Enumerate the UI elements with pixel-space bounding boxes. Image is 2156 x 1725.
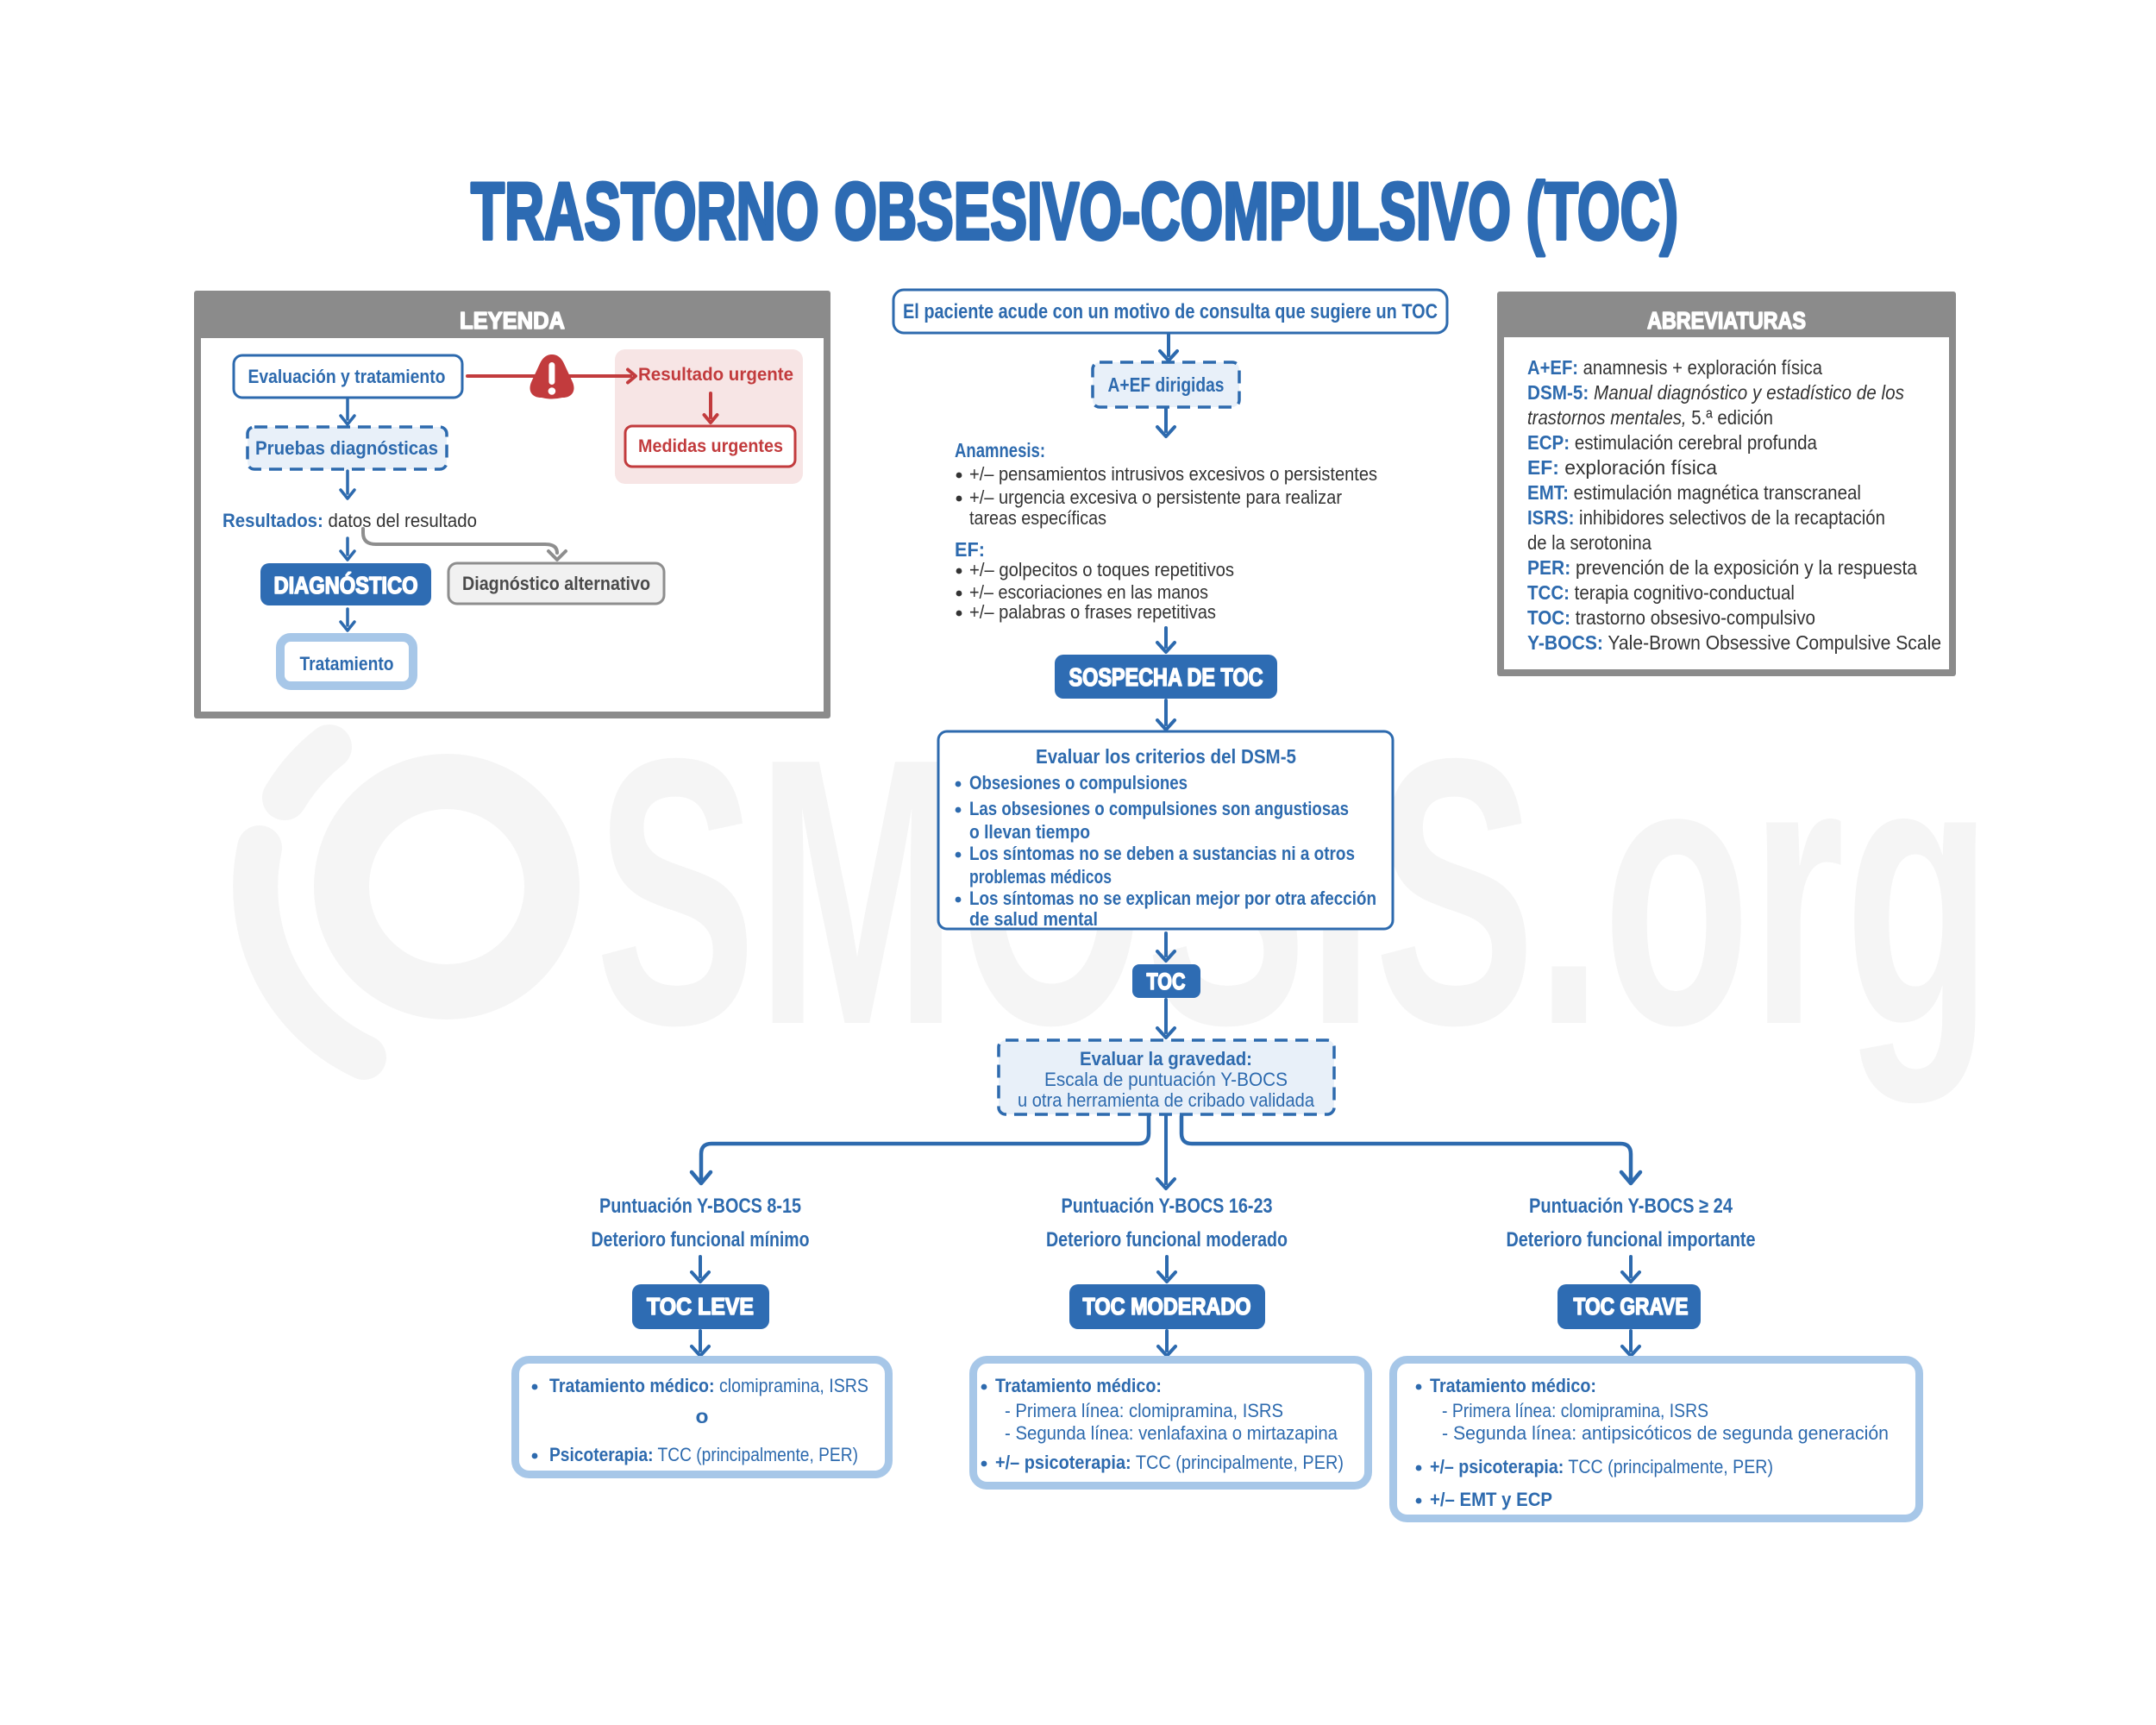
svg-text:- Primera línea: clomipramina: - Primera línea: clomipramina, ISRS xyxy=(1005,1400,1283,1421)
svg-text:tareas específicas: tareas específicas xyxy=(969,507,1106,529)
svg-text:- Segunda línea: venlafaxina: - Segunda línea: venlafaxina o mirtazapi… xyxy=(1005,1422,1338,1444)
svg-text:Deterioro funcional moderado: Deterioro funcional moderado xyxy=(1046,1228,1288,1251)
svg-text:El paciente acude con un motiv: El paciente acude con un motivo de consu… xyxy=(903,300,1438,323)
svg-text:Puntuación Y-BOCS 8-15: Puntuación Y-BOCS 8-15 xyxy=(599,1195,801,1218)
svg-text:Las obsesiones o compulsiones: Las obsesiones o compulsiones son angust… xyxy=(969,798,1349,819)
svg-text:u otra herramienta de cribado: u otra herramienta de cribado validada xyxy=(1018,1089,1315,1111)
svg-text:Resultados: datos del resultad: Resultados: datos del resultado xyxy=(222,510,477,531)
svg-text:Tratamiento médico: clomiprami: Tratamiento médico: clomipramina, ISRS xyxy=(549,1375,868,1396)
svg-text:trastornos mentales, 5.ª edici: trastornos mentales, 5.ª edición xyxy=(1527,406,1773,429)
svg-text:Y-BOCS: Yale-Brown Obsessive C: Y-BOCS: Yale-Brown Obsessive Compulsive … xyxy=(1527,631,1941,654)
svg-text:TRASTORNO OBSESIVO-COMPULSIVO: TRASTORNO OBSESIVO-COMPULSIVO (TOC) xyxy=(471,166,1678,256)
svg-text:TCC: terapia cognitivo-conduct: TCC: terapia cognitivo-conductual xyxy=(1527,581,1795,604)
svg-text:de salud mental: de salud mental xyxy=(969,908,1098,930)
svg-text:Tratamiento: Tratamiento xyxy=(300,653,394,674)
svg-text:Deterioro funcional importante: Deterioro funcional importante xyxy=(1507,1228,1756,1251)
svg-text:+/– escoriaciones en las manos: +/– escoriaciones en las manos xyxy=(969,581,1208,603)
svg-text:Anamnesis:: Anamnesis: xyxy=(955,439,1045,461)
svg-text:Deterioro funcional mínimo: Deterioro funcional mínimo xyxy=(592,1228,810,1251)
svg-text:TOC: trastorno obsesivo-compul: TOC: trastorno obsesivo-compulsivo xyxy=(1527,606,1815,629)
svg-text:Evaluar la gravedad:: Evaluar la gravedad: xyxy=(1080,1048,1252,1070)
svg-text:Psicoterapia: TCC (principalme: Psicoterapia: TCC (principalmente, PER) xyxy=(549,1444,858,1465)
svg-text:DSM-5: Manual diagnóstico y es: DSM-5: Manual diagnóstico y estadístico … xyxy=(1527,381,1904,404)
svg-text:DIAGNÓSTICO: DIAGNÓSTICO xyxy=(274,572,418,599)
svg-text:Los síntomas no se explican me: Los síntomas no se explican mejor por ot… xyxy=(969,888,1376,909)
svg-text:PER: prevención de la exposici: PER: prevención de la exposición y la re… xyxy=(1527,556,1917,579)
svg-text:Diagnóstico alternativo: Diagnóstico alternativo xyxy=(462,573,650,594)
svg-text:o: o xyxy=(696,1405,709,1427)
svg-text:+/– golpecitos o toques repeti: +/– golpecitos o toques repetitivos xyxy=(969,559,1234,580)
svg-text:EF: exploración física: EF: exploración física xyxy=(1527,456,1717,479)
svg-text:Tratamiento médico:: Tratamiento médico: xyxy=(1430,1375,1596,1396)
svg-text:Puntuación Y-BOCS ≥ 24: Puntuación Y-BOCS ≥ 24 xyxy=(1529,1195,1733,1218)
svg-text:- Segunda línea: antipsicótic: - Segunda línea: antipsicóticos de segun… xyxy=(1442,1422,1889,1444)
svg-text:LEYENDA: LEYENDA xyxy=(460,307,565,334)
svg-text:+/– EMT y ECP: +/– EMT y ECP xyxy=(1430,1489,1552,1510)
svg-text:Los síntomas no se deben a sus: Los síntomas no se deben a sustancias ni… xyxy=(969,843,1355,864)
svg-text:+/– urgencia excesiva o persis: +/– urgencia excesiva o persistente para… xyxy=(969,486,1342,508)
svg-text:+/– palabras o frases repetiti: +/– palabras o frases repetitivas xyxy=(969,601,1216,623)
svg-text:A+EF: anamnesis + exploración: A+EF: anamnesis + exploración física xyxy=(1527,356,1822,379)
svg-text:Pruebas diagnósticas: Pruebas diagnósticas xyxy=(255,437,438,459)
svg-text:Evaluar los criterios del DSM-: Evaluar los criterios del DSM-5 xyxy=(1036,745,1296,768)
svg-text:ECP: estimulación cerebral pro: ECP: estimulación cerebral profunda xyxy=(1527,431,1817,454)
svg-text:TOC: TOC xyxy=(1147,969,1186,994)
svg-text:Resultado urgente: Resultado urgente xyxy=(638,365,793,385)
svg-text:ISRS: inhibidores selectivos d: ISRS: inhibidores selectivos de la recap… xyxy=(1527,506,1885,529)
svg-text:SOSPECHA DE TOC: SOSPECHA DE TOC xyxy=(1069,664,1263,692)
svg-text:TOC LEVE: TOC LEVE xyxy=(647,1293,754,1320)
svg-text:Medidas urgentes: Medidas urgentes xyxy=(638,436,783,456)
svg-text:Evaluación y tratamiento: Evaluación y tratamiento xyxy=(248,366,446,387)
svg-text:ABREVIATURAS: ABREVIATURAS xyxy=(1647,307,1806,334)
svg-text:- Primera línea: clomipramina: - Primera línea: clomipramina, ISRS xyxy=(1442,1400,1708,1421)
svg-text:+/– psicoterapia: TCC (princip: +/– psicoterapia: TCC (principalmente, P… xyxy=(1430,1456,1773,1477)
svg-text:+/– pensamientos intrusivos ex: +/– pensamientos intrusivos excesivos o … xyxy=(969,463,1377,485)
svg-text:Escala de puntuación Y-BOCS: Escala de puntuación Y-BOCS xyxy=(1044,1069,1288,1090)
svg-text:Puntuación Y-BOCS 16-23: Puntuación Y-BOCS 16-23 xyxy=(1062,1195,1273,1218)
svg-text:o llevan tiempo: o llevan tiempo xyxy=(969,821,1090,843)
svg-text:de la serotonina: de la serotonina xyxy=(1527,531,1651,554)
svg-text:EMT: estimulación magnética tr: EMT: estimulación magnética transcraneal xyxy=(1527,481,1861,504)
svg-text:+/– psicoterapia: TCC (princip: +/– psicoterapia: TCC (principalmente, P… xyxy=(995,1452,1344,1473)
svg-text:A+EF dirigidas: A+EF dirigidas xyxy=(1108,373,1225,396)
svg-text:Obsesiones o compulsiones: Obsesiones o compulsiones xyxy=(969,772,1188,794)
svg-text:Tratamiento médico:: Tratamiento médico: xyxy=(995,1375,1162,1396)
svg-text:TOC MODERADO: TOC MODERADO xyxy=(1083,1293,1251,1320)
svg-text:problemas médicos: problemas médicos xyxy=(969,866,1112,888)
svg-text:EF:: EF: xyxy=(955,538,985,561)
svg-text:TOC GRAVE: TOC GRAVE xyxy=(1574,1293,1689,1320)
